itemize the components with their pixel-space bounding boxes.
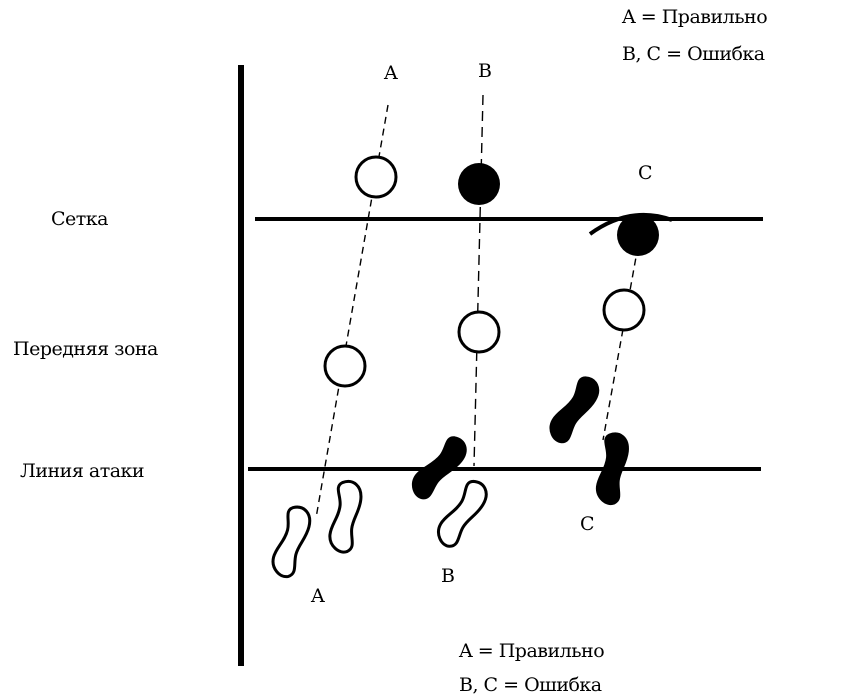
trajectory-c: [602, 234, 641, 441]
legend-bottom-error: B, C = Ошибка: [459, 674, 602, 696]
path-c-bottom-label: C: [580, 513, 595, 535]
footprint-c-upper: [549, 376, 600, 444]
ball-a-high: [354, 155, 398, 199]
path-a-top-label: A: [384, 62, 398, 84]
legend-top-correct: A = Правильно: [622, 6, 768, 28]
footprint-a-right: [328, 480, 363, 554]
trajectory-b: [473, 94, 484, 467]
footprint-c-lower: [595, 432, 629, 506]
footprint-b-hollow: [437, 479, 488, 548]
path-b-bottom-label: B: [441, 565, 455, 587]
footprint-b-dark: [411, 436, 467, 500]
footprint-a-left: [271, 505, 312, 579]
path-c-top-label: C: [638, 162, 653, 184]
path-b-top-label: B: [478, 60, 492, 82]
attack-line-label: Линия атаки: [20, 460, 145, 482]
legend-top-error: B, C = Ошибка: [622, 43, 765, 65]
ball-b-high: [458, 163, 500, 205]
ball-c-low: [602, 288, 646, 332]
path-a-bottom-label: A: [311, 585, 325, 607]
net-label: Сетка: [51, 208, 109, 230]
front-zone-label: Передняя зона: [13, 338, 158, 360]
ball-a-low: [323, 344, 367, 388]
legend-bottom-correct: A = Правильно: [459, 640, 605, 662]
trajectory-a: [315, 104, 389, 519]
ball-b-low: [457, 310, 501, 354]
ball-c-high: [617, 214, 659, 256]
